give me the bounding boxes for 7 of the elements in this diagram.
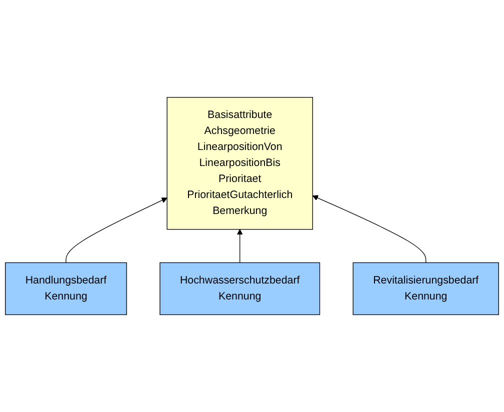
arrow [236, 229, 243, 263]
node-box: Handlungsbedarf Kennung [5, 262, 127, 316]
node-box: Hochwasserschutzbedarf Kennung [160, 262, 320, 316]
node-box: Basisattribute Achsgeometrie LinearpositionVon LinearpositionBis Prioritaet PrioritaetGutachterlich Bemerkung [166, 96, 313, 230]
node-box: Revitalisierungsbedarf Kennung [352, 262, 499, 316]
arrow [66, 198, 168, 263]
arrow [312, 195, 426, 263]
